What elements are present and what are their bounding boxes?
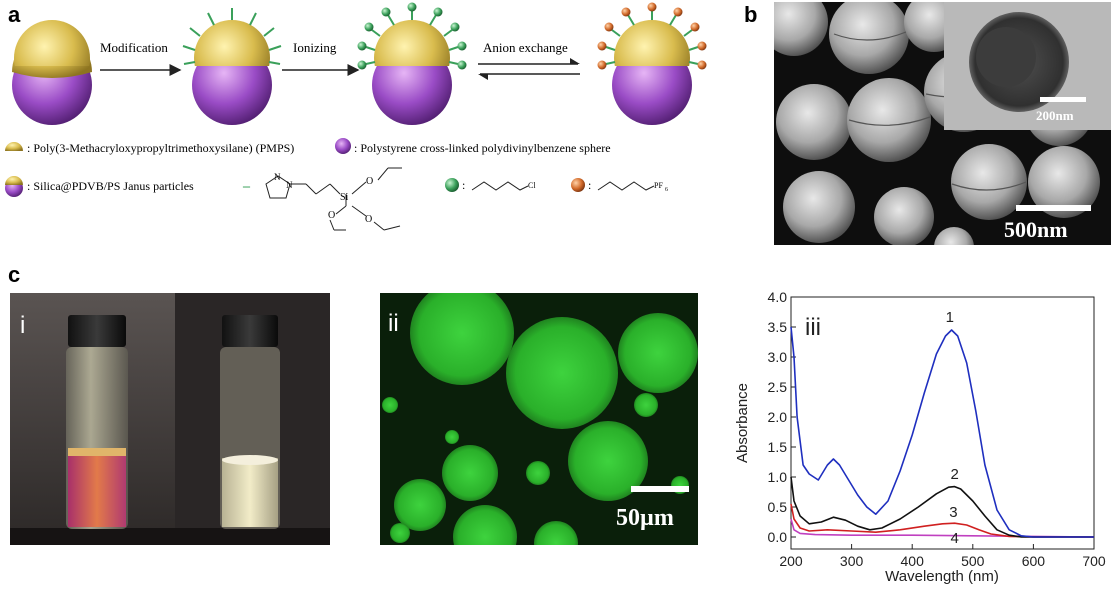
arrow-anion-exchange	[478, 58, 580, 80]
label-modification: Modification	[100, 40, 168, 55]
silane-O1: O	[366, 176, 373, 187]
legend-green-bead	[445, 178, 459, 192]
silane-Si: Si	[340, 192, 349, 203]
y-tick-label: 2.0	[768, 409, 788, 425]
synthesis-scheme: Modification Ionizing	[5, 2, 707, 231]
panel-label-b: b	[744, 2, 758, 27]
panel-label-c: c	[8, 262, 21, 287]
panel-iii-label: iii	[805, 314, 821, 341]
legend-chain-cl	[471, 181, 529, 191]
legend-pf6: PF	[654, 181, 663, 190]
legend-dash: –	[242, 179, 251, 194]
legend-pmps-text: : Poly(3-Methacryloxypropyltrimethoxysil…	[27, 141, 294, 155]
main-scalebar	[1016, 205, 1091, 211]
legend-cl: Cl	[528, 181, 536, 190]
legend-pmps: : Poly(3-Methacryloxypropyltrimethoxysil…	[5, 141, 294, 155]
fluor-label: ii	[388, 310, 399, 337]
x-tick-label: 300	[840, 553, 864, 569]
y-tick-label: 1.0	[768, 469, 788, 485]
absorbance-chart: 200 300 400 500 600 700 0.0 0.5 1.0 1.5 2.0 2.5 3.0 3…	[735, 289, 1106, 585]
fluor-scalebar	[631, 486, 689, 492]
y-tick-label: 0.5	[768, 499, 788, 515]
vial-photo: i	[10, 293, 330, 545]
silane-N-plus: N	[274, 172, 281, 182]
x-axis-label: Wavelength (nm)	[885, 568, 999, 585]
inset-scalebar	[1040, 97, 1086, 102]
curve-label-2: 2	[950, 466, 958, 483]
label-anion-exchange: Anion exchange	[483, 40, 568, 55]
silane-structure	[265, 167, 402, 231]
fluorescence-image: ii 50µm	[380, 293, 698, 545]
janus-particle-bare	[12, 20, 92, 125]
silane-O3: O	[365, 214, 372, 225]
y-tick-label: 3.5	[768, 319, 788, 335]
legend-ps: : Polystyrene cross-linked polydivinylbe…	[335, 138, 611, 155]
legend-chain-pf6	[597, 181, 655, 191]
photo-label: i	[20, 312, 25, 339]
y-axis-label: Absorbance	[735, 383, 751, 463]
silane-N: N	[286, 180, 293, 190]
y-tick-label: 3.0	[768, 349, 788, 365]
y-tick-label: 1.5	[768, 439, 788, 455]
janus-particle-exchanged	[597, 2, 707, 125]
legend-colon-green: :	[462, 178, 465, 192]
legend-janus: : Silica@PDVB/PS Janus particles	[5, 176, 194, 197]
silane-O2: O	[328, 210, 335, 221]
janus-particle-ionized	[357, 2, 467, 125]
panel-label-a: a	[8, 2, 21, 27]
inset-scalebar-label: 200nm	[1036, 108, 1074, 123]
plot-frame	[790, 296, 1095, 550]
sem-image: 200nm 500nm	[774, 2, 1111, 245]
label-ionizing: Ionizing	[293, 40, 337, 55]
x-tick-label: 200	[779, 553, 803, 569]
fluor-scalebar-label: 50µm	[616, 505, 674, 531]
x-tick-label: 400	[901, 553, 925, 569]
legend-ps-text: : Polystyrene cross-linked polydivinylbe…	[354, 141, 611, 155]
vial-right	[220, 315, 280, 529]
y-tick-label: 0.0	[768, 529, 788, 545]
vial-left	[66, 315, 128, 529]
x-tick-label: 700	[1082, 553, 1106, 569]
series-line-2	[790, 476, 1094, 538]
janus-particle-modified	[182, 8, 282, 125]
curve-label-4: 4	[950, 530, 958, 547]
curve-label-3: 3	[949, 504, 957, 521]
x-tick-label: 600	[1022, 553, 1046, 569]
main-scalebar-label: 500nm	[1004, 217, 1068, 242]
series-line-1	[790, 326, 1094, 538]
legend-colon-orange: :	[588, 178, 591, 192]
y-tick-label: 2.5	[768, 379, 788, 395]
legend-orange-bead	[571, 178, 585, 192]
x-tick-label: 500	[961, 553, 985, 569]
legend-janus-text: : Silica@PDVB/PS Janus particles	[27, 179, 194, 193]
legend-pf6-sub: 6	[665, 187, 668, 193]
curve-label-1: 1	[946, 309, 954, 326]
y-tick-label: 4.0	[768, 289, 788, 305]
